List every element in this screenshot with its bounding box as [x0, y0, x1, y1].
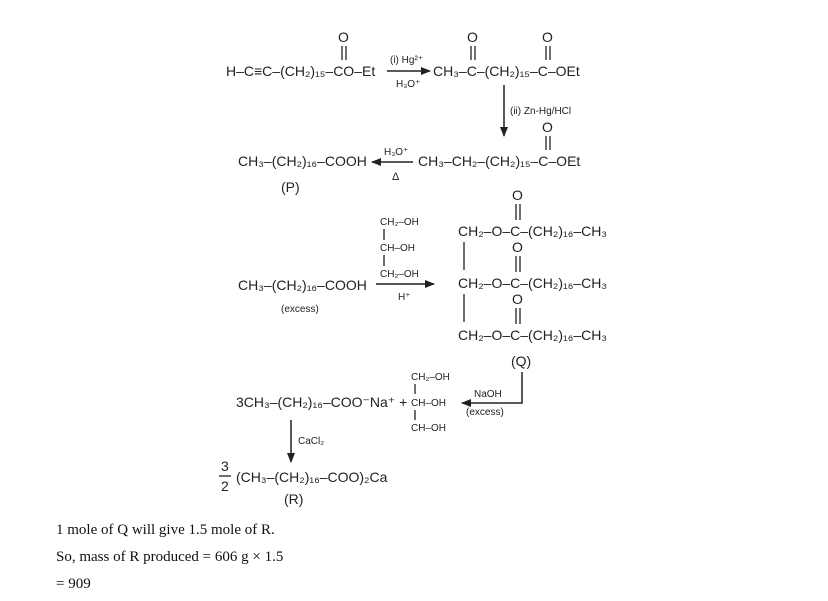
ester-row-1: CH₂–O–C–(CH₂)₁₆–CH₃: [458, 223, 607, 239]
catalyst-h-plus: H⁺: [398, 292, 411, 303]
fraction-denominator: 2: [221, 478, 229, 494]
acid-excess-note: (excess): [281, 304, 319, 315]
ester-row-3: CH₂–O–C–(CH₂)₁₆–CH₃: [458, 327, 607, 343]
ester-oxygen: O: [512, 239, 523, 255]
label-r: (R): [284, 491, 303, 507]
glycerol-ch2oh: CH₂–OH: [380, 269, 419, 280]
ester-oxygen: O: [542, 119, 553, 135]
product-stearic-acid: CH₃–(CH₂)₁₆–COOH: [238, 153, 367, 169]
explanation-line: = 909: [56, 576, 91, 592]
reaction-arrow-5: [461, 372, 523, 407]
glycerol-choh: CH–OH: [380, 243, 415, 254]
product-keto-ester: CH₃–C–(CH₂)₁₅–C–OEt: [433, 63, 580, 79]
ester-oxygen: O: [512, 187, 523, 203]
naoh-excess-note: (excess): [466, 407, 504, 418]
glycerol-ch2oh: CH₂–OH: [411, 372, 450, 383]
reagent-zn-hg-hcl: (ii) Zn-Hg/HCl: [510, 106, 571, 117]
reactant-stearic-acid: CH₃–(CH₂)₁₆–COOH: [238, 277, 367, 293]
ester-oxygen: O: [512, 291, 523, 307]
fraction-numerator: 3: [221, 458, 229, 474]
ketone-oxygen: O: [467, 29, 478, 45]
explanation-line: 1 mole of Q will give 1.5 mole of R.: [56, 522, 275, 538]
reagent-heat: Δ: [392, 171, 400, 183]
carbonyl-oxygen: O: [338, 29, 349, 45]
ester-row-2: CH₂–O–C–(CH₂)₁₆–CH₃: [458, 275, 607, 291]
glycerol-choh: CH–OH: [411, 423, 446, 434]
sodium-stearate: 3CH₃–(CH₂)₁₆–COO⁻Na⁺ +: [236, 394, 407, 410]
reagent-hg: (i) Hg²⁺: [390, 55, 423, 66]
label-q: (Q): [511, 353, 531, 369]
explanation-line: So, mass of R produced = 606 g × 1.5: [56, 549, 284, 565]
ester-oxygen: O: [542, 29, 553, 45]
glycerol-ch2oh: CH₂–OH: [380, 217, 419, 228]
calcium-stearate: (CH₃–(CH₂)₁₆–COO)₂Ca: [236, 469, 388, 485]
reagent-h3o: H₃O⁺: [396, 79, 420, 90]
glycerol-choh: CH–OH: [411, 398, 446, 409]
reagent-h3o: H₃O⁺: [384, 147, 408, 158]
reagent-naoh: NaOH: [474, 389, 502, 400]
reactant-alkyne-ester: H–C≡C–(CH₂)₁₅–CO–Et: [226, 63, 375, 79]
product-reduced-ester: CH₃–CH₂–(CH₂)₁₅–C–OEt: [418, 153, 580, 169]
reagent-cacl2: CaCl₂: [298, 436, 324, 447]
label-p: (P): [281, 179, 300, 195]
